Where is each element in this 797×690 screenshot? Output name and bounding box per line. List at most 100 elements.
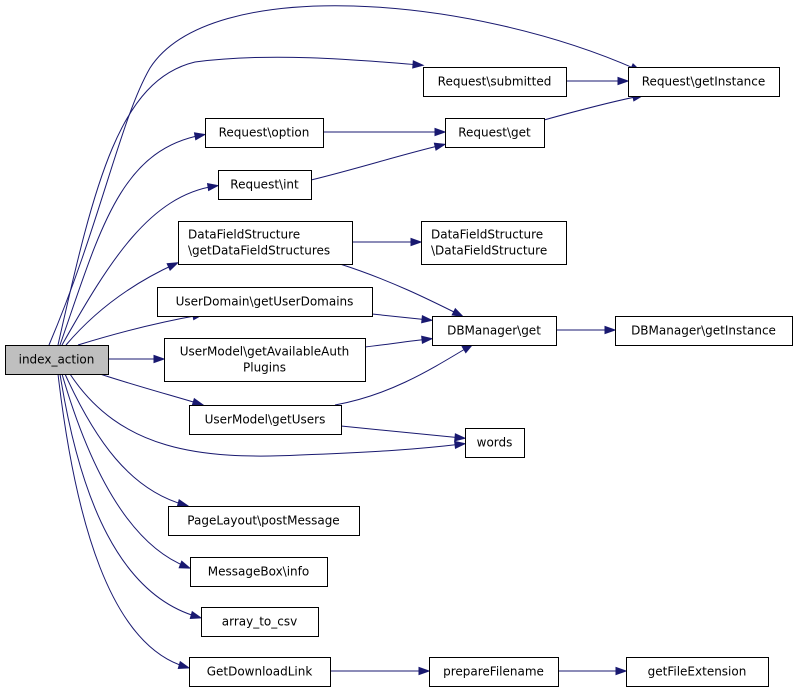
edge-um_users-to-words [340,425,467,442]
node-req-int[interactable]: Request\int [218,170,312,200]
node-box[interactable] [421,221,567,265]
arrowhead-icon [178,560,192,569]
node-pl-post[interactable]: PageLayout\postMessage [168,506,360,536]
edge-line [57,373,187,668]
node-label: \DataFieldStructure [431,244,547,258]
node-words[interactable]: words [465,428,525,458]
node-gfe[interactable]: getFileExtension [626,657,769,687]
edge-line [48,5,639,346]
node-box[interactable] [189,405,342,435]
node-gdl[interactable]: GetDownloadLink [189,657,331,687]
arrowhead-icon [176,498,190,508]
node-ud-get[interactable]: UserDomain\getUserDomains [157,287,373,317]
edge-dfs_get-to-dfs_ctor [352,237,423,247]
node-label: getFileExtension [648,665,747,679]
arrowhead-icon [193,132,207,141]
node-label: words [477,436,513,450]
edge-index_action-to-um_auth [108,354,166,364]
edge-req_option-to-req_get [323,127,447,137]
edge-line [57,56,421,346]
node-label: UserModel\getUsers [205,413,326,427]
edge-index_action-to-dfs_get [65,262,180,346]
edge-um_auth-to-db_get [364,335,434,348]
edge-line [61,185,216,346]
node-label: index_action [19,353,95,367]
node-index-action[interactable]: index_action [5,345,109,375]
node-box[interactable] [465,428,525,458]
arrowhead-icon [615,666,628,676]
edge-line [334,345,471,406]
node-dfs-get[interactable]: DataFieldStructure \getDataFieldStructure… [178,221,353,265]
node-box[interactable] [626,657,769,687]
edge-req_submitted-to-req_getInstance [566,76,630,86]
node-label: Plugins [243,361,286,375]
edge-line [310,144,443,181]
node-dfs-ctor[interactable]: DataFieldStructure\DataFieldStructure [421,221,567,265]
edge-line [77,314,201,346]
node-box[interactable] [423,67,567,97]
edge-ud_get-to-db_get [371,313,434,324]
node-label: Request\int [230,178,299,192]
node-label: PageLayout\postMessage [187,514,339,528]
node-box[interactable] [5,345,109,375]
node-req-option[interactable]: Request\option [205,118,324,148]
node-box[interactable] [190,557,328,587]
node-box[interactable] [205,118,324,148]
node-label: Request\submitted [438,75,552,89]
arrowhead-icon [191,397,205,406]
node-box[interactable] [628,67,780,97]
node-box[interactable] [164,338,366,382]
arrowhead-icon [434,127,447,137]
arrowhead-icon [454,440,467,450]
node-box[interactable] [615,316,793,346]
node-box[interactable] [218,170,312,200]
node-label: DBManager\getInstance [631,324,776,338]
node-db-get[interactable]: DBManager\get [432,316,557,346]
edge-index_action-to-req_int [61,182,220,346]
node-req-getInstance[interactable]: Request\getInstance [628,67,780,97]
edge-line [69,373,463,457]
edge-line [61,373,188,568]
node-prep[interactable]: prepareFilename [429,657,559,687]
edge-index_action-to-mb_info [61,373,192,569]
node-label: DataFieldStructure [188,228,300,242]
node-label: MessageBox\info [208,565,309,579]
edge-db_get-to-db_inst [556,325,617,335]
node-box[interactable] [445,118,545,148]
node-req-submitted[interactable]: Request\submitted [423,67,567,97]
arrowhead-icon [604,325,617,335]
node-label: Request\get [458,126,531,140]
node-box[interactable] [189,657,331,687]
node-a2csv[interactable]: array_to_csv [201,607,319,637]
node-label: GetDownloadLink [207,665,313,679]
edge-line [59,373,199,618]
node-label: prepareFilename [443,665,544,679]
edges-layer [48,5,645,676]
node-box[interactable] [201,607,319,637]
arrowhead-icon [617,76,630,86]
edge-req_get-to-req_getInstance [543,93,645,121]
arrowhead-icon [412,60,425,69]
arrowhead-icon [189,610,203,620]
node-box[interactable] [157,287,373,317]
node-box[interactable] [432,316,557,346]
node-req-get[interactable]: Request\get [445,118,545,148]
node-label: UserModel\getAvailableAuth [180,345,350,359]
node-um-users[interactable]: UserModel\getUsers [189,405,342,435]
edge-line [59,134,203,346]
node-label: \getDataFieldStructures [188,244,330,258]
edge-line [543,95,641,121]
edge-index_action-to-req_option [59,132,207,346]
node-box[interactable] [429,657,559,687]
edge-index_action-to-gdl [57,373,191,669]
node-box[interactable] [168,506,360,536]
arrowhead-icon [454,433,467,442]
edge-gdl-to-prep [330,666,431,676]
edge-line [64,373,186,506]
node-db-inst[interactable]: DBManager\getInstance [615,316,793,346]
node-box[interactable] [178,221,353,265]
arrowhead-icon [177,660,191,669]
arrowhead-icon [206,182,220,192]
node-mb-info[interactable]: MessageBox\info [190,557,328,587]
